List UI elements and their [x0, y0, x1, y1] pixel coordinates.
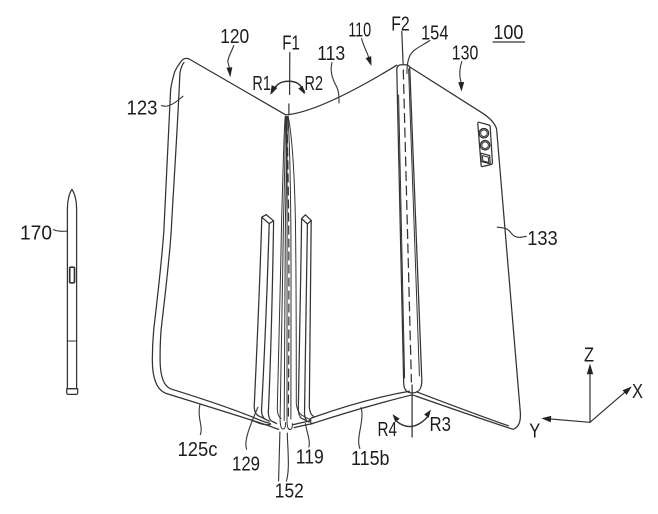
- svg-text:115b: 115b: [351, 448, 390, 470]
- svg-text:Z: Z: [584, 345, 594, 367]
- svg-text:110: 110: [348, 20, 371, 42]
- svg-text:R3: R3: [430, 414, 452, 436]
- svg-text:F1: F1: [282, 33, 300, 55]
- svg-text:154: 154: [421, 22, 449, 44]
- svg-text:F2: F2: [391, 14, 410, 36]
- svg-text:R1: R1: [252, 73, 271, 95]
- svg-text:119: 119: [296, 447, 324, 469]
- svg-text:123: 123: [127, 98, 158, 120]
- svg-text:170: 170: [20, 223, 52, 245]
- svg-text:Y: Y: [529, 421, 540, 443]
- svg-text:R4: R4: [378, 419, 398, 441]
- svg-text:152: 152: [275, 481, 304, 503]
- svg-text:125c: 125c: [178, 439, 218, 461]
- svg-text:113: 113: [317, 43, 345, 65]
- svg-text:130: 130: [452, 42, 479, 64]
- svg-text:X: X: [632, 381, 643, 403]
- svg-text:129: 129: [232, 454, 260, 476]
- svg-text:100: 100: [493, 22, 523, 44]
- svg-text:R2: R2: [305, 73, 324, 95]
- svg-text:133: 133: [527, 228, 558, 250]
- svg-text:120: 120: [220, 26, 249, 48]
